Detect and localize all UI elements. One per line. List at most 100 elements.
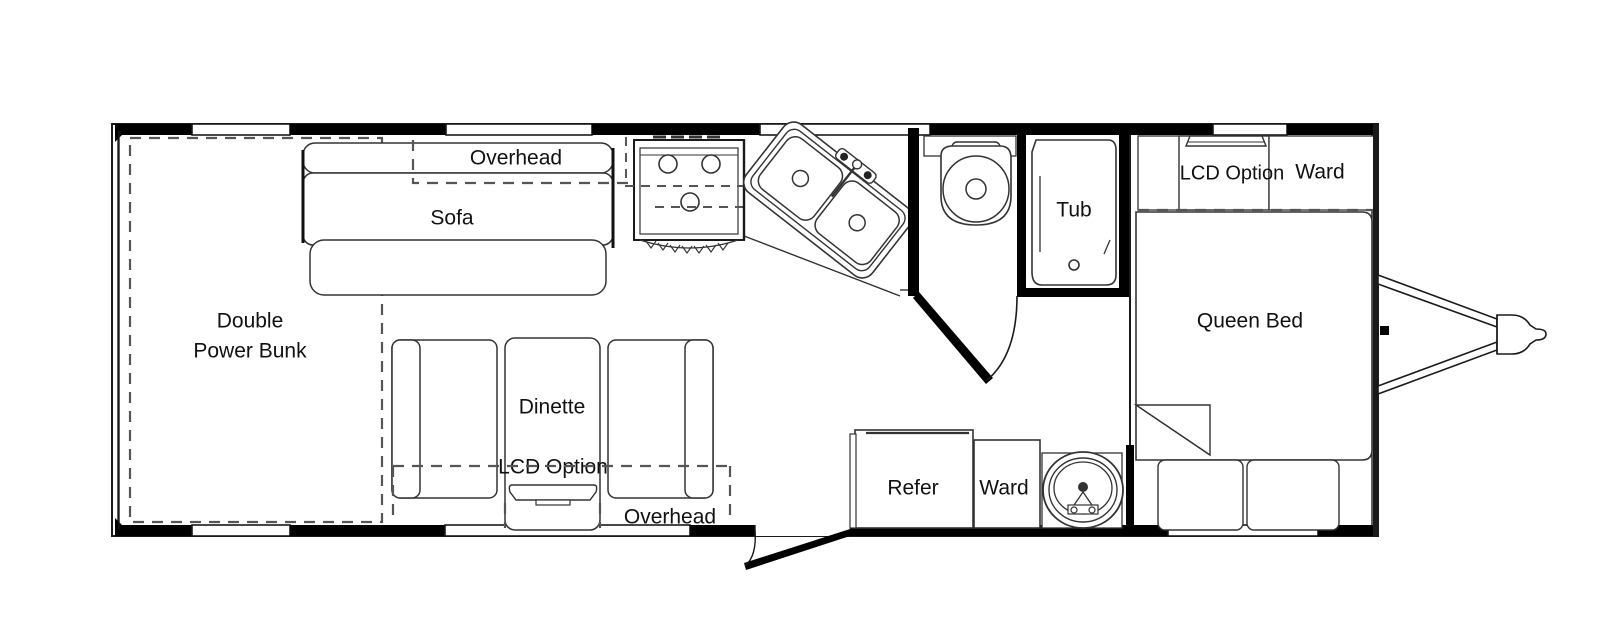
range-burner-3 (680, 192, 700, 212)
top-wall (115, 123, 1375, 136)
lcd-television-bedroom (1184, 135, 1268, 147)
label-ward-bedroom: Ward (1295, 161, 1344, 184)
bathroom-wall-mid (1017, 128, 1026, 296)
sofa: Sofa (301, 142, 615, 296)
toilet-drain (965, 178, 987, 200)
sink-basin-right (814, 180, 900, 266)
range-cooktop-surface (639, 147, 739, 235)
bedroom-wall-lower (1126, 445, 1134, 533)
lavatory-faucet-deck (1067, 504, 1099, 515)
label-overhead-bottom: Overhead (624, 506, 716, 529)
hitch-coupler (1496, 314, 1547, 355)
dinette: Dinette LCD Option Overhead (391, 337, 732, 531)
wardrobe-bedroom-body (1268, 135, 1376, 211)
overhead-cabinet-top: Overhead (411, 140, 700, 185)
sink-faucet-base (851, 159, 863, 170)
entry-door-panel[interactable] (744, 529, 850, 570)
overhead-top-dashed-outline (411, 140, 700, 185)
refrigerator-body (854, 429, 974, 529)
queen-bed-mattress (1135, 211, 1373, 461)
hitch-rail-upper (1377, 273, 1498, 329)
dinette-backrest-left (391, 339, 421, 499)
lavatory-handle-right (1088, 506, 1096, 514)
bathroom-door-panel[interactable] (913, 292, 993, 384)
lcd-dinette-screen (508, 484, 598, 501)
double-power-bunk-outline (128, 136, 384, 524)
sink-drain-right (848, 214, 866, 232)
wall-segment-bottom-5 (1318, 525, 1375, 536)
hitch-jack-block (1380, 326, 1389, 335)
window-top-4 (1212, 123, 1288, 136)
window-top-1 (191, 123, 291, 136)
label-double-power-bunk-line2: Power Bunk (193, 340, 307, 363)
range-overhead-dashed (625, 137, 744, 187)
sink-drain-left (791, 169, 810, 188)
toilet (940, 141, 1012, 226)
range-body (633, 139, 745, 241)
refrigerator-side-panel (849, 433, 857, 529)
entry-door-opening (755, 525, 850, 536)
dinette-backrest-right (684, 339, 714, 499)
wall-segment-bottom-1 (115, 525, 192, 536)
wall-segment-bottom-3 (690, 525, 755, 536)
range-burner-1 (658, 154, 678, 174)
label-overhead-top: Overhead (470, 147, 562, 170)
sofa-footrest (309, 239, 607, 296)
nightstand-left (1157, 459, 1244, 531)
window-top-2 (445, 123, 593, 136)
bathroom-wall-bottom (1017, 288, 1129, 297)
bathroom-door[interactable] (913, 292, 1018, 384)
label-double-power-bunk-line1: Double (217, 310, 284, 333)
bed-storage (1157, 459, 1340, 531)
hitch-rail-lower (1377, 340, 1498, 396)
window-bottom-1 (191, 524, 291, 537)
lcd-dinette-stand (535, 499, 571, 506)
label-dinette: Dinette (519, 396, 586, 419)
refrigerator: Refer (849, 429, 974, 529)
wall-segment-bottom-4 (850, 525, 1168, 536)
bedroom-overheads: LCD Option Ward (1137, 135, 1376, 212)
sink-basin-left (757, 135, 844, 221)
interior-detail-lines (111, 124, 120, 536)
label-ward-bottom: Ward (979, 477, 1028, 500)
wall-segment-top-5 (1287, 124, 1375, 135)
tub-outer (1031, 139, 1117, 286)
sink-faucet-spout (830, 165, 857, 198)
lcd-bedroom-screen (1184, 135, 1268, 147)
bathtub: Tub (1031, 139, 1117, 286)
lavatory-sink (1041, 451, 1124, 529)
a-frame-hitch (1373, 124, 1547, 536)
sink-handle-left (840, 152, 849, 161)
wall-segment-bottom-2 (290, 525, 445, 536)
nightstand-right (1246, 459, 1340, 531)
lavatory-drain (1078, 482, 1088, 492)
wall-segment-top-3 (592, 124, 760, 135)
label-queen-bed: Queen Bed (1197, 310, 1303, 333)
label-sofa: Sofa (430, 207, 474, 230)
cooktop-range (625, 135, 745, 254)
double-power-bunk: Double Power Bunk (128, 136, 384, 524)
bathroom-wall-right (1119, 128, 1129, 296)
lavatory-handle-left (1070, 506, 1078, 514)
bathroom-wall-left (908, 128, 919, 296)
tub-drain (1068, 259, 1080, 271)
wall-segment-top-2 (290, 124, 446, 135)
wardrobe-hall-body (973, 439, 1041, 529)
range-burner-2 (701, 154, 721, 174)
bathroom: Tub (908, 128, 1129, 384)
wall-segment-top-1 (115, 124, 192, 135)
bedroom-partition (1126, 135, 1134, 533)
double-bowl-sink (742, 121, 914, 279)
wardrobe-hall: Ward (973, 439, 1041, 529)
tub-inner-edge-right (1103, 239, 1111, 255)
range-vent-teeth (645, 240, 729, 254)
queen-bed-fold-line (1135, 404, 1211, 456)
label-tub: Tub (1056, 199, 1091, 222)
label-refer: Refer (887, 477, 938, 500)
dinette-table (504, 337, 601, 531)
label-lcd-option-bedroom: LCD Option (1180, 162, 1285, 184)
entry-door[interactable] (744, 525, 850, 570)
sofa-backrest (302, 142, 614, 174)
